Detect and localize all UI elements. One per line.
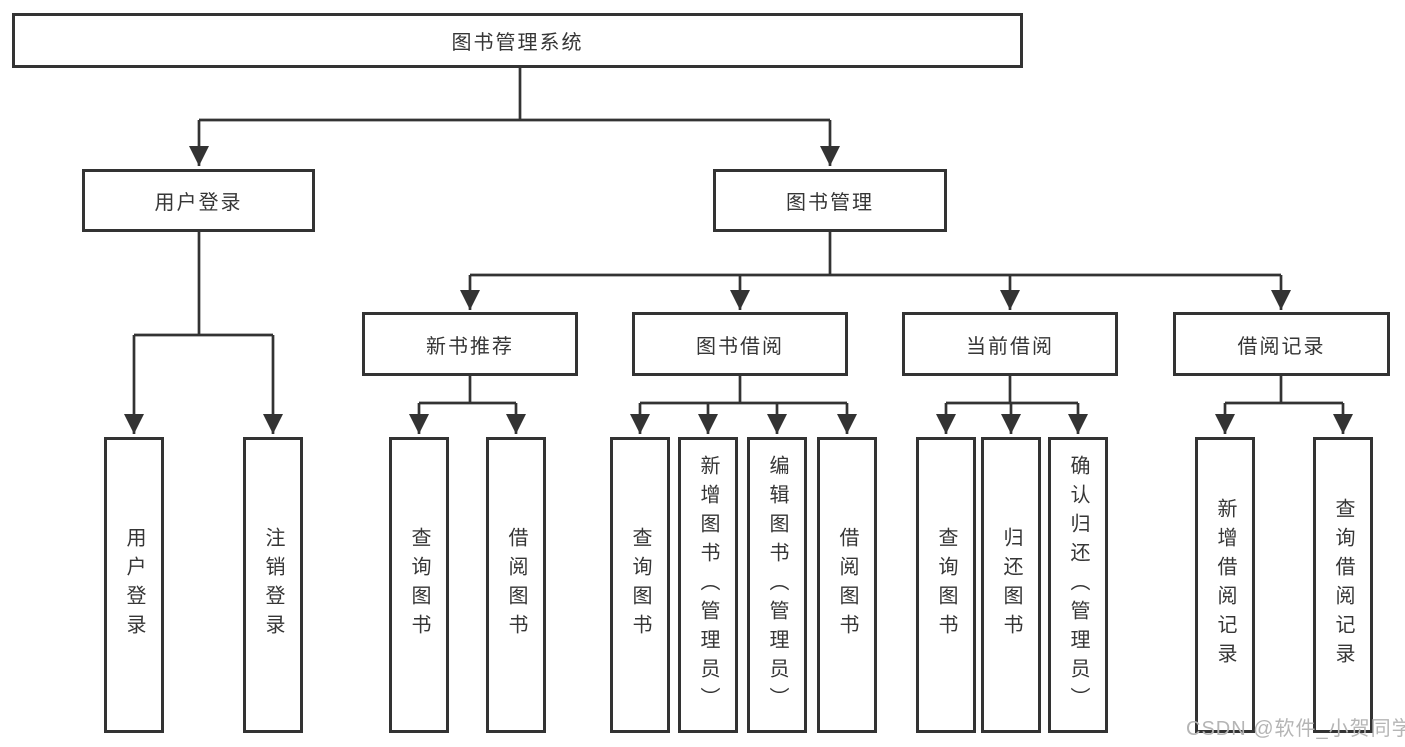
leaf-return-books-label: 归还图书: [1000, 527, 1022, 643]
node-book-management: 图书管理: [713, 169, 947, 232]
node-new-book-recommend: 新书推荐: [362, 312, 578, 376]
node-book-borrowing: 图书借阅: [632, 312, 848, 376]
leaf-add-borrow-record: 新增借阅记录: [1195, 437, 1255, 733]
node-borrowing-records-label: 借阅记录: [1237, 335, 1326, 358]
leaf-borrowing-query-books: 查询图书: [610, 437, 670, 733]
leaf-user-login-label: 用户登录: [123, 527, 145, 643]
node-book-management-label: 图书管理: [786, 192, 874, 214]
leaf-logout: 注销登录: [243, 437, 303, 733]
leaf-confirm-return-admin: 确认归还（管理员）: [1048, 437, 1108, 733]
node-library-management-system-label: 图书管理系统: [451, 32, 584, 54]
leaf-return-books: 归还图书: [981, 437, 1041, 733]
leaf-add-books-admin-label: 新增图书（管理员）: [697, 454, 719, 716]
node-new-book-recommend-label: 新书推荐: [426, 335, 514, 358]
leaf-borrowing-query-books-label: 查询图书: [629, 527, 651, 643]
node-current-borrowing-label: 当前借阅: [966, 335, 1054, 358]
leaf-current-query-books: 查询图书: [916, 437, 976, 733]
leaf-recommend-query-books-label: 查询图书: [408, 527, 430, 643]
leaf-confirm-return-admin-label: 确认归还（管理员）: [1067, 454, 1089, 716]
leaf-query-borrow-record-label: 查询借阅记录: [1332, 498, 1354, 672]
node-library-management-system: 图书管理系统: [12, 13, 1023, 68]
leaf-borrowing-borrow-books: 借阅图书: [817, 437, 877, 733]
leaf-add-books-admin: 新增图书（管理员）: [678, 437, 738, 733]
leaf-recommend-borrow-books: 借阅图书: [486, 437, 546, 733]
leaf-recommend-borrow-books-label: 借阅图书: [505, 527, 527, 643]
leaf-borrowing-borrow-books-label: 借阅图书: [836, 527, 858, 643]
leaf-query-borrow-record: 查询借阅记录: [1313, 437, 1373, 733]
leaf-recommend-query-books: 查询图书: [389, 437, 449, 733]
node-user-login-label: 用户登录: [154, 192, 243, 214]
leaf-edit-books-admin: 编辑图书（管理员）: [747, 437, 807, 733]
node-borrowing-records: 借阅记录: [1173, 312, 1390, 376]
leaf-logout-label: 注销登录: [262, 527, 284, 643]
node-book-borrowing-label: 图书借阅: [696, 335, 784, 358]
csdn-watermark: CSDN @软件_小贺同学: [1186, 718, 1405, 740]
leaf-edit-books-admin-label: 编辑图书（管理员）: [766, 454, 788, 716]
leaf-add-borrow-record-label: 新增借阅记录: [1214, 498, 1236, 672]
node-user-login: 用户登录: [82, 169, 315, 232]
node-current-borrowing: 当前借阅: [902, 312, 1118, 376]
leaf-current-query-books-label: 查询图书: [935, 527, 957, 643]
leaf-user-login: 用户登录: [104, 437, 164, 733]
